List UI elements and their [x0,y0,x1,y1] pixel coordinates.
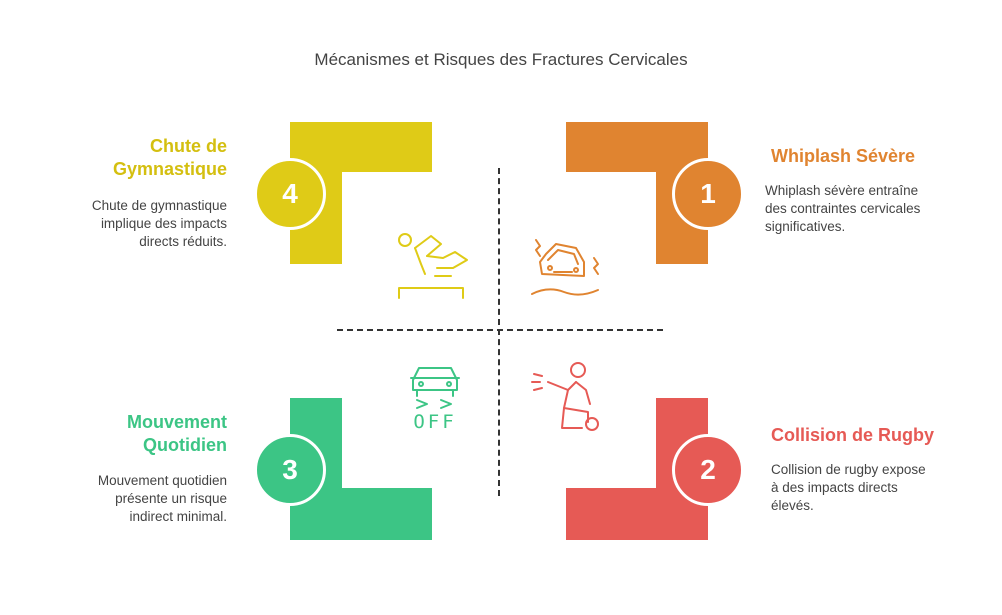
desc-q1-line2: des contraintes cervicales [765,201,921,216]
heading-q4: Chute de Gymnastique [60,135,227,181]
heading-q1: Whiplash Sévère [771,145,971,168]
desc-q3-line2: présente un risque [115,491,227,506]
desc-q3-line3: indirect minimal. [129,509,227,524]
desc-q2-line3: élevés. [771,498,814,513]
desc-q4-line3: directs réduits. [139,234,227,249]
rugby-player-icon [531,362,599,431]
desc-q3-line1: Mouvement quotidien [97,473,227,488]
heading-q3-line1: Mouvement [126,412,227,432]
desc-q4-line2: implique des impacts [100,216,227,231]
desc-q2-line1: Collision de rugby expose [771,462,926,477]
desc-q1-line3: significatives. [765,219,846,234]
desc-q2: Collision de rugby expose à des impacts … [771,461,971,515]
badge-q2: 2 [672,434,744,506]
bracket-q3 [290,398,432,540]
bracket-q1 [566,122,708,264]
heading-q3-line2: Quotidien [143,435,227,455]
heading-q4-line1: Chute de [149,136,227,156]
desc-q4-line1: Chute de gymnastique [91,198,227,213]
vertical-dashed-axis [498,168,500,496]
badge-q1: 1 [672,158,744,230]
badge-q4: 4 [254,158,326,230]
desc-q3: Mouvement quotidien présente un risque i… [40,472,227,526]
horizontal-dashed-axis [337,329,663,331]
desc-q1-line1: Whiplash sévère entraîne [765,183,919,198]
heading-q1-line1: Whiplash Sévère [771,146,916,166]
heading-q2-line1: Collision de Rugby [771,425,935,445]
desc-q4: Chute de gymnastique implique des impact… [40,197,227,251]
bracket-q2 [566,398,708,540]
car-off-icon-text: OFF [413,411,457,433]
desc-q2-line2: à des impacts directs [771,480,898,495]
heading-q2: Collision de Rugby [771,424,971,447]
car-crash-icon [531,239,599,296]
diagram-title: Mécanismes et Risques des Fractures Cerv… [314,50,688,69]
bracket-q4 [290,122,432,264]
heading-q4-line2: Gymnastique [112,159,227,179]
desc-q1: Whiplash sévère entraîne des contraintes… [765,182,965,236]
badge-q3: 3 [254,434,326,506]
car-off-icon [410,367,460,409]
heading-q3: Mouvement Quotidien [60,411,227,457]
gymnast-fall-icon [398,233,468,299]
